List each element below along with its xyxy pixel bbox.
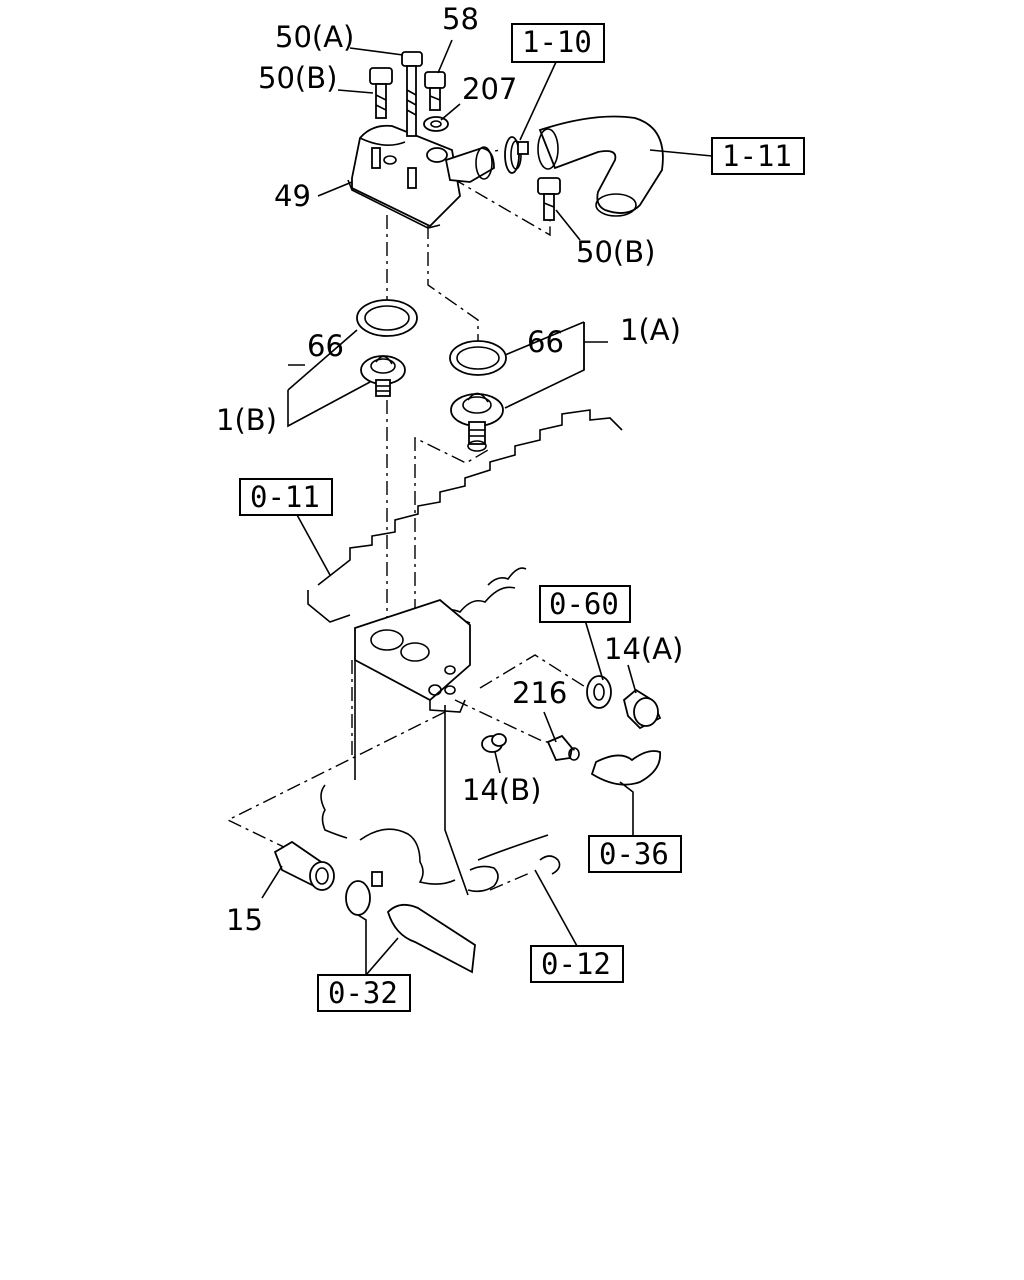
ref-label-0-32: 0-32 (328, 976, 398, 1010)
label-50b-top: 50(B) (258, 61, 337, 95)
ref-label-0-60: 0-60 (549, 587, 619, 621)
ref-box-0-36[interactable]: 0-36 (588, 835, 682, 873)
label-50b-right: 50(B) (576, 235, 655, 269)
hose-clamp (504, 136, 529, 174)
bolt-50b-top (369, 67, 393, 119)
ref-box-1-11[interactable]: 1-11 (711, 137, 805, 175)
leader-lines (261, 39, 713, 976)
ref-box-1-10[interactable]: 1-10 (511, 23, 605, 63)
water-pipe-15 (273, 840, 335, 891)
ref-label-0-36: 0-36 (599, 837, 669, 871)
label-15: 15 (226, 903, 263, 937)
thermostat-1b (360, 355, 406, 397)
ref-label-1-11: 1-11 (722, 139, 792, 173)
bolt-58 (424, 71, 446, 111)
ref-label-0-12: 0-12 (541, 947, 611, 981)
ref-label-1-10: 1-10 (522, 25, 592, 59)
label-49: 49 (274, 179, 311, 213)
thermostat-1a (450, 392, 504, 452)
sensor-216 (546, 734, 580, 761)
bolt-50a (401, 51, 423, 137)
ref-box-0-12[interactable]: 0-12 (530, 945, 624, 983)
ref-box-0-60[interactable]: 0-60 (539, 585, 631, 623)
thermostat-housing (347, 124, 495, 229)
label-207: 207 (462, 72, 517, 106)
ref-box-0-11[interactable]: 0-11 (239, 478, 333, 516)
gasket-207 (423, 116, 449, 132)
heater-hose (386, 903, 476, 974)
hose-clamp-0-32 (345, 871, 383, 916)
plug-14a (586, 675, 662, 730)
label-14a: 14(A) (604, 632, 683, 666)
label-66-right: 66 (527, 325, 564, 359)
label-1b: 1(B) (216, 403, 277, 437)
label-58: 58 (442, 2, 479, 36)
label-216: 216 (512, 676, 567, 710)
plug-14b (481, 733, 507, 753)
o-ring-66-right (449, 340, 507, 376)
label-1a: 1(A) (620, 313, 681, 347)
radiator-hose (537, 115, 664, 217)
o-ring-66-left (356, 299, 418, 337)
bypass-hose (590, 750, 662, 786)
cylinder-head-outline (307, 409, 623, 896)
ref-label-0-11: 0-11 (250, 480, 320, 514)
bolt-50b-right (537, 177, 561, 221)
label-66-left: 66 (307, 329, 344, 363)
label-14b: 14(B) (462, 773, 541, 807)
part-labels: 50(A) 58 50(B) 207 49 50(B) 66 66 1(A) 1… (216, 2, 683, 937)
ref-box-0-32[interactable]: 0-32 (317, 974, 411, 1012)
label-50a: 50(A) (275, 20, 354, 54)
